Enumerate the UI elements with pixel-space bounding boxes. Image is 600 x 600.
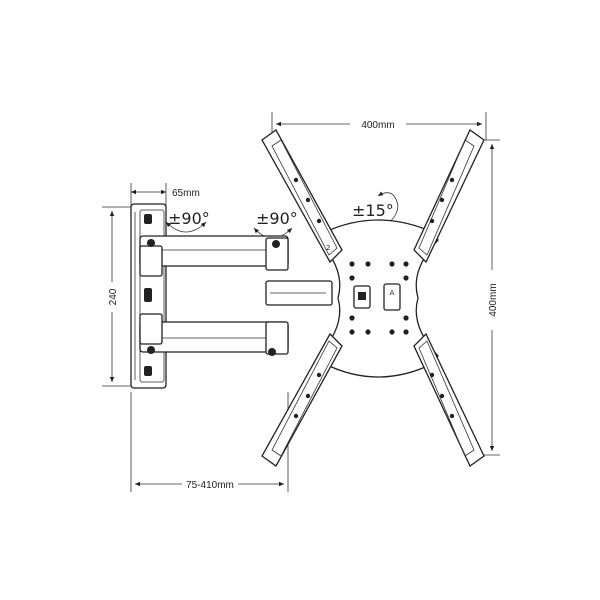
hinge-bracket	[265, 280, 333, 306]
wall-plate	[130, 203, 167, 389]
vesa-hole-icon	[403, 315, 409, 321]
vesa-hole-icon	[349, 261, 355, 267]
dimension-top: 400mm	[271, 112, 487, 140]
rotation-wall-swivel: ±90°	[165, 209, 210, 233]
dimension-right-label: 400mm	[488, 283, 499, 316]
tilt-lock-left	[353, 285, 371, 309]
rotation-arrow-icon	[165, 221, 207, 233]
mounting-slot-icon	[144, 288, 152, 302]
vesa-hole-icon	[365, 329, 371, 335]
vesa-hole-icon	[389, 329, 395, 335]
dimension-wall-height-label: 240	[108, 288, 119, 305]
rail-upper-right	[413, 129, 485, 264]
tilt-lock-right: A	[383, 283, 401, 311]
dimension-right: 400mm	[480, 139, 500, 456]
dimension-wall-depth-label: 65mm	[172, 188, 200, 199]
dimension-top-label: 400mm	[361, 120, 394, 131]
rotation-wall-swivel-label: ±90°	[168, 209, 210, 228]
upper-arm	[139, 235, 289, 277]
vesa-hole-icon	[349, 275, 355, 281]
pivot-bolt-icon	[147, 346, 155, 354]
vesa-hole-icon	[403, 275, 409, 281]
rotation-arm-swivel: ±90°	[253, 209, 298, 239]
pivot-bolt-icon	[268, 348, 276, 356]
rail-upper-left: 2	[261, 129, 343, 264]
mounting-slot-icon	[144, 366, 152, 376]
vesa-holes	[349, 261, 409, 335]
vesa-hole-icon	[403, 261, 409, 267]
vesa-hole-icon	[349, 329, 355, 335]
bracket-mark-right: A	[390, 289, 395, 297]
lower-arm	[139, 313, 289, 356]
bracket-mark-left: 2	[326, 244, 330, 252]
dimension-extension-label: 75-410mm	[186, 480, 234, 491]
vesa-hole-icon	[389, 261, 395, 267]
mounting-slot-icon	[144, 214, 152, 224]
rail-lower-left	[261, 332, 343, 467]
dimension-extension: 75-410mm	[130, 392, 289, 492]
rotation-tilt-label: ±15°	[352, 201, 394, 220]
vesa-hole-icon	[365, 261, 371, 267]
rail-lower-right	[413, 332, 485, 467]
pivot-bolt-icon	[272, 240, 280, 248]
pivot-bolt-icon	[147, 239, 155, 247]
vesa-hole-icon	[349, 315, 355, 321]
rotation-arm-swivel-label: ±90°	[256, 209, 298, 228]
vesa-hole-icon	[403, 329, 409, 335]
